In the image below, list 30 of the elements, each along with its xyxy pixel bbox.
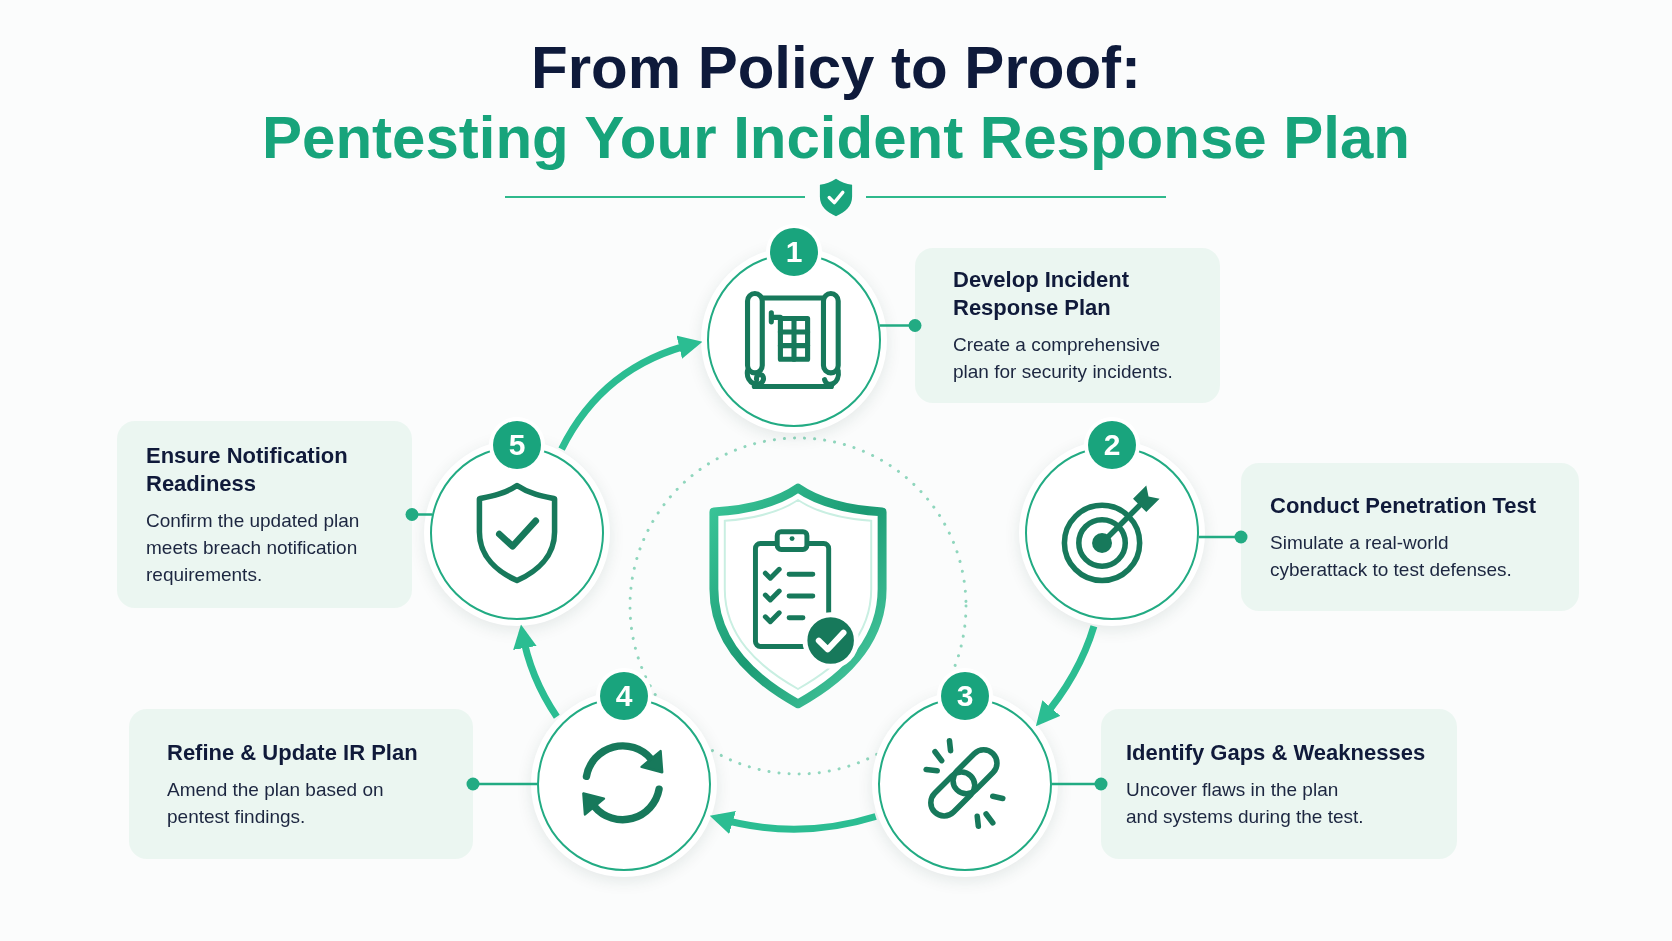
curved-arrow bbox=[709, 810, 877, 834]
step-description: Create a comprehensive plan for security incidents. bbox=[953, 333, 1174, 384]
connector-line bbox=[466, 777, 537, 791]
subtitle: Pentesting Your Incident Response Plan bbox=[262, 103, 1410, 173]
step-title: Develop Incident Response Plan bbox=[953, 266, 1131, 322]
connector-line bbox=[1198, 530, 1248, 544]
step-card bbox=[129, 709, 473, 859]
step-number-badge: 1 bbox=[770, 228, 818, 276]
step-description: Amend the plan based on pentest findings. bbox=[167, 777, 385, 829]
curved-arrow bbox=[1035, 625, 1098, 727]
connector-line bbox=[879, 319, 922, 332]
step-title: Conduct Penetration Test bbox=[1270, 491, 1538, 520]
step-number-badge: 4 bbox=[600, 672, 648, 720]
step-title: Ensure Notification Readiness bbox=[146, 441, 349, 498]
step-card bbox=[117, 421, 412, 608]
step-title: Identify Gaps & Weaknesses bbox=[1126, 738, 1427, 767]
step-card bbox=[1101, 709, 1457, 859]
connector-line bbox=[1052, 777, 1108, 791]
title: From Policy to Proof: bbox=[531, 33, 1141, 103]
step-description: Simulate a real-world cyberattack to test defenses. bbox=[1270, 530, 1513, 582]
step-description: Uncover flaws in the plan and systems during the test. bbox=[1126, 777, 1365, 829]
connector-line bbox=[405, 508, 432, 521]
step-number-badge: 3 bbox=[941, 672, 989, 720]
step-card bbox=[915, 248, 1220, 403]
curved-arrow bbox=[513, 624, 560, 719]
step-title: Refine & Update IR Plan bbox=[167, 738, 419, 767]
step-card bbox=[1241, 463, 1579, 611]
curved-arrow bbox=[558, 336, 703, 451]
step-description: Confirm the updated plan meets breach notification requirements. bbox=[146, 508, 361, 587]
step-number-badge: 2 bbox=[1088, 421, 1136, 469]
